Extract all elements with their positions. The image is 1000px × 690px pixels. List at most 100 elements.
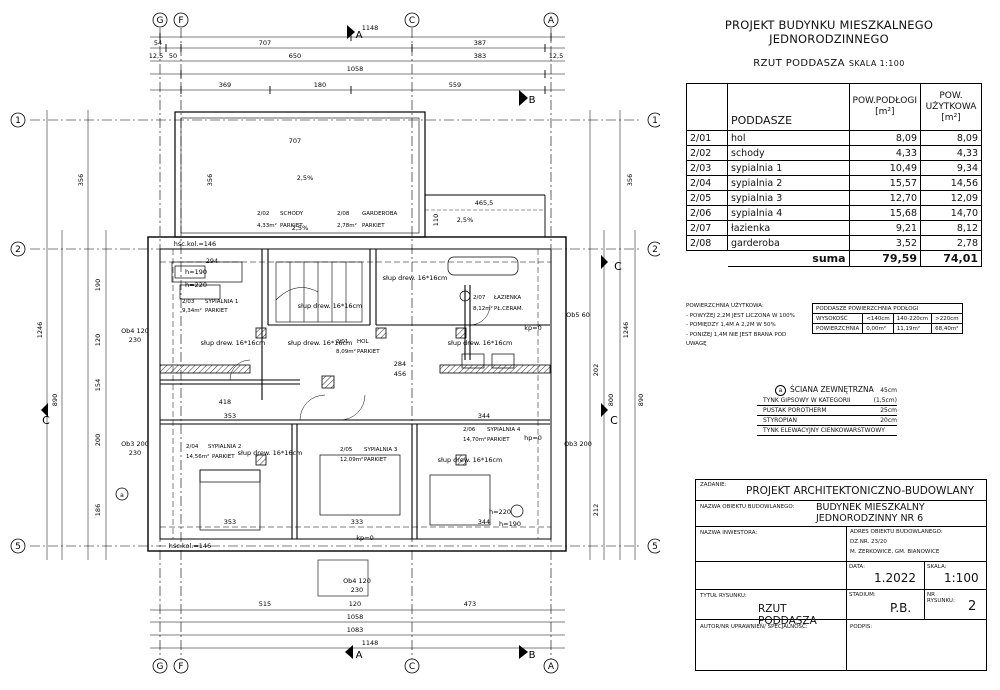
svg-text:GARDEROBA: GARDEROBA — [362, 211, 397, 217]
dim-left-200: 200 — [94, 434, 102, 446]
drawing-scale-text: SKALA 1:100 — [848, 59, 905, 68]
section-label-b-bottom: B — [529, 650, 536, 661]
dim-right-202: 202 — [592, 364, 600, 376]
svg-text:PŁ.CERAM.: PŁ.CERAM. — [494, 306, 524, 312]
svg-text:12,09m²: 12,09m² — [340, 456, 363, 463]
ob-label-3: Ob4 120 — [343, 577, 371, 585]
tb-address-label: ADRES OBIEKTU BUDOWLANEGO: — [850, 529, 943, 535]
tb-stage-cell: STADIUM: P.B. — [846, 589, 925, 620]
room-label-sypialnia-4: 2/06 SYPIALNIA 4 14,70m² PARKIET — [463, 427, 521, 443]
axis-label-1-right: 1 — [652, 116, 658, 126]
dim-left-186: 186 — [94, 504, 102, 516]
post-label-5: słup drew. 16*16cm — [438, 456, 503, 464]
dim-top-12-5: 12,5 — [149, 52, 163, 60]
tb-task-cell: ZADANIE: PROJEKT ARCHITEKTONICZNO-BUDOWL… — [696, 480, 987, 501]
svg-text:4,33m²: 4,33m² — [257, 222, 277, 229]
svg-text:2/03: 2/03 — [182, 299, 195, 305]
wall-spec-total: 45cm — [880, 387, 897, 394]
slope-label-2: 2,5% — [457, 216, 474, 224]
dim-456: 456 — [394, 370, 406, 378]
tb-address-cell: ADRES OBIEKTU BUDOWLANEGO: DZ.NR. 23/20 … — [846, 526, 986, 562]
wall-layer: TYNK GIPSOWY W KATEGORII(1,5cm) — [757, 396, 897, 406]
section-markers — [41, 25, 608, 659]
wall-layer-thickness: (1,5cm) — [873, 397, 897, 404]
floor-legend-r1c3: 140-220cm — [892, 313, 933, 324]
dim-right-800: 800 — [607, 394, 615, 406]
ob-label-3b: 230 — [351, 586, 363, 594]
axis-label-f-top: F — [178, 16, 183, 26]
dim-left-120: 120 — [94, 334, 102, 346]
floor-legend-r2c2: 0,00m² — [862, 323, 894, 334]
tb-empty-cell — [696, 561, 847, 590]
wall-layer-name: TYNK ELEWACYJNY CIENKOWARSTWOWY — [763, 427, 885, 434]
dim-465-5: 465,5 — [475, 199, 494, 207]
drawing-name-text: RZUT PODDASZA — [753, 58, 845, 69]
tb-signature-label: PODPIS: — [850, 624, 873, 630]
wall-spec-marker: a — [775, 385, 786, 396]
wall-layer-name: PUSTAK POROTHERM — [763, 407, 827, 414]
row-id: 2/05 — [686, 190, 728, 206]
svg-text:SYPIALNIA 1: SYPIALNIA 1 — [205, 299, 238, 305]
area-table-header-floor: POW.PODŁOGI [m²] — [848, 83, 922, 131]
axis-label-2-left: 2 — [15, 245, 21, 255]
tb-drawing-no-cell: NR RYSUNKU: 2 — [924, 589, 986, 620]
tb-task-label: ZADANIE: — [700, 482, 727, 488]
tb-address-1: DZ.NR. 23/20 — [850, 539, 887, 545]
wood-posts — [159, 327, 551, 466]
wall-spec-title-text: ŚCIANA ZEWNĘTRZNA — [790, 385, 874, 394]
dim-418: 418 — [219, 398, 231, 406]
axis-label-g-top: G — [157, 16, 164, 26]
room-label-hol: 2/01 HOL 8,09m² PARKIET — [336, 339, 380, 355]
row-id: 2/01 — [686, 130, 728, 146]
dim-top-1058: 1058 — [347, 65, 364, 73]
svg-text:PARKIET: PARKIET — [364, 457, 387, 463]
area-table-header-usable: POW. UŻYTKOWA [m²] — [920, 83, 982, 131]
row-floor: 12,70 — [848, 190, 922, 206]
kp-label-1: kp=0 — [356, 534, 373, 542]
section-label-c-left: C — [42, 414, 50, 427]
row-id: 2/06 — [686, 205, 728, 221]
usable-legend-line-1: - POWYŻEJ 2,2M JEST LICZONA W 100% — [686, 312, 795, 319]
room-label-garderoba: 2/08 GARDEROBA 2,78m² PARKIET — [337, 211, 397, 229]
row-name: sypialnia 1 — [727, 160, 850, 176]
svg-text:PARKIET: PARKIET — [362, 223, 385, 229]
sum-empty — [687, 251, 728, 267]
tb-stage-label: STADIUM: — [849, 592, 876, 598]
area-table: PODDASZE POW.PODŁOGI [m²] POW. UŻYTKOWA … — [686, 83, 982, 267]
svg-text:PARKIET: PARKIET — [280, 223, 303, 229]
svg-text:ŁAZIENKA: ŁAZIENKA — [493, 295, 521, 301]
bathroom-fixtures — [447, 256, 524, 518]
svg-text:2/04: 2/04 — [186, 444, 199, 450]
svg-text:14,56m²: 14,56m² — [186, 453, 209, 460]
post-label-1: słup drew. 16*16cm — [383, 274, 448, 282]
dim-terrace-356: 356 — [206, 174, 214, 186]
row-floor: 15,57 — [848, 175, 922, 191]
svg-text:14,70m²: 14,70m² — [463, 436, 486, 443]
svg-text:SYPIALNIA 2: SYPIALNIA 2 — [208, 444, 241, 450]
axis-label-a-top: A — [548, 16, 555, 26]
room-label-schody: 2/02 SCHODY 4,33m² PARKIET — [257, 211, 304, 229]
area-table-header-id — [686, 83, 728, 131]
tb-drawing-title-cell: TYTUŁ RYSUNKU: RZUT PODDASZA — [696, 589, 847, 627]
tb-investor-cell: NAZWA INWESTORA: — [696, 526, 847, 562]
area-table-sum-row: suma 79,59 74,01 — [687, 250, 982, 267]
sum-usable: 74,01 — [920, 250, 982, 267]
dim-top-650: 650 — [289, 52, 301, 60]
section-label-a-top: A — [356, 30, 363, 41]
tb-object-value-2: JEDNORODZINNY NR 6 — [816, 513, 924, 524]
tb-author-label: AUTOR/NR UPRAWNIEŃ/ SPECJALNOŚĆ: — [700, 624, 808, 630]
door-swings — [229, 304, 491, 421]
row-floor: 4,33 — [848, 145, 922, 161]
dim-left-356: 356 — [77, 174, 85, 186]
ob-label-r1: Ob5 60 — [566, 311, 590, 319]
axis-label-2-right: 2 — [652, 245, 658, 255]
usable-area-legend: POWIERZCHNIA UŻYTKOWA: - POWYŻEJ 2,2M JE… — [686, 302, 808, 350]
tb-task-value: PROJEKT ARCHITEKTONICZNO-BUDOWLANY — [746, 485, 974, 497]
dim-left-890: 890 — [51, 394, 59, 406]
tb-date-cell: DATA: 1.2022 — [846, 561, 925, 590]
